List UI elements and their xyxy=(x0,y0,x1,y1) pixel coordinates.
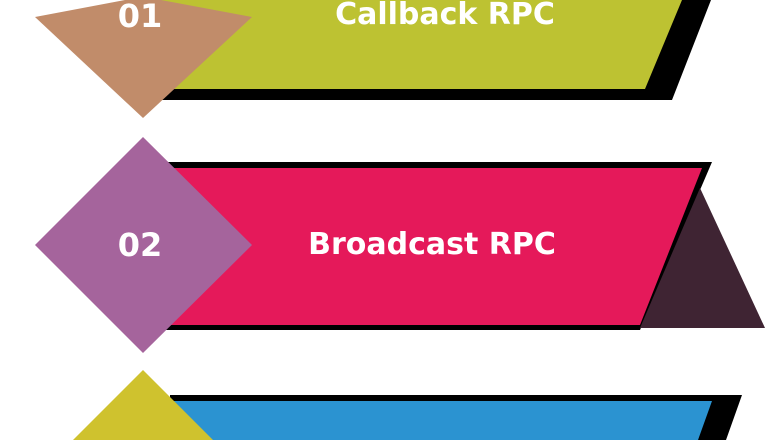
step-2-number: 02 xyxy=(118,226,163,264)
step-2-label: Broadcast RPC xyxy=(308,227,556,262)
step-3 xyxy=(73,370,742,440)
diamond-2 xyxy=(35,137,252,353)
diamond-3 xyxy=(73,370,213,440)
step-1-number: 01 xyxy=(118,0,163,35)
banner-2 xyxy=(165,168,702,325)
step-1-label: Callback RPC xyxy=(335,0,555,32)
diamond-1 xyxy=(35,0,252,118)
banner-1 xyxy=(160,0,682,89)
banner-3 xyxy=(170,401,712,440)
step-1: 01 Callback RPC xyxy=(35,0,711,118)
step-2: 02 Broadcast RPC xyxy=(35,137,765,353)
banner-2-fold xyxy=(640,188,765,328)
